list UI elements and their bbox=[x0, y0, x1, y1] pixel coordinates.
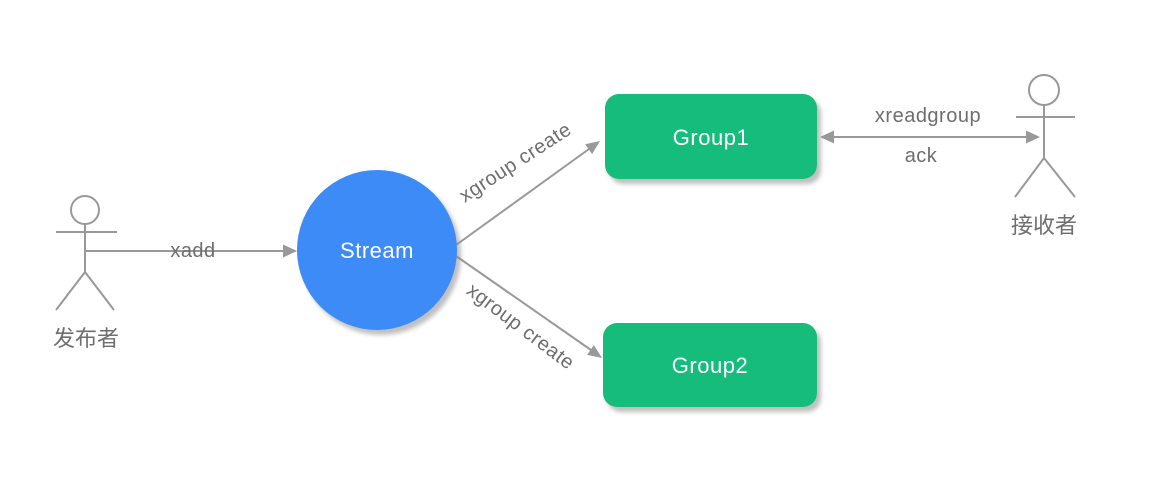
group2-node-shape bbox=[603, 323, 817, 407]
edge-xgroup-create-top: xgroup create bbox=[455, 119, 600, 246]
stream-node: Stream bbox=[297, 170, 457, 330]
group1-node-shape bbox=[605, 94, 817, 179]
edge-xadd: xadd bbox=[86, 240, 297, 262]
edge-xgroup-bottom-arrowhead-icon bbox=[587, 345, 602, 358]
publisher-actor: 发布者 bbox=[53, 195, 119, 351]
edge-xgroup-create-bottom: xgroup create bbox=[455, 255, 602, 374]
group2-node-label: Group2 bbox=[672, 353, 748, 378]
edge-xgroup-top-line bbox=[455, 148, 590, 246]
publisher-label: 发布者 bbox=[53, 326, 119, 351]
receiver-label: 接收者 bbox=[1011, 213, 1077, 238]
edge-xgroup-top-label: xgroup create bbox=[456, 119, 576, 208]
edge-xgroup-top-arrowhead-icon bbox=[585, 141, 600, 155]
receiver-right-leg bbox=[1043, 157, 1076, 198]
edge-xgroup-bottom-label: xgroup create bbox=[462, 279, 578, 374]
receiver-actor: 接收者 bbox=[1011, 74, 1077, 238]
group1-node-label: Group1 bbox=[673, 125, 749, 150]
edge-xreadgroup-ack: xreadgroup ack bbox=[820, 105, 1040, 167]
group2-node: Group2 bbox=[603, 323, 817, 407]
publisher-left-leg bbox=[55, 271, 86, 311]
publisher-head bbox=[70, 195, 100, 225]
edge-xreadgroup-left-arrowhead-icon bbox=[820, 130, 834, 144]
receiver-left-leg bbox=[1014, 157, 1045, 198]
edge-xreadgroup-right-arrowhead-icon bbox=[1026, 130, 1040, 144]
edge-xadd-arrowhead-icon bbox=[283, 244, 297, 258]
stream-node-label: Stream bbox=[340, 238, 414, 263]
publisher-right-leg bbox=[84, 271, 115, 311]
edge-xgroup-bottom-line bbox=[455, 255, 592, 351]
edge-xadd-label: xadd bbox=[170, 240, 215, 262]
edge-xreadgroup-label: xreadgroup bbox=[875, 105, 981, 127]
group1-node: Group1 bbox=[605, 94, 817, 179]
receiver-head bbox=[1028, 74, 1060, 106]
stream-node-shape bbox=[297, 170, 457, 330]
edge-ack-label: ack bbox=[905, 145, 938, 167]
